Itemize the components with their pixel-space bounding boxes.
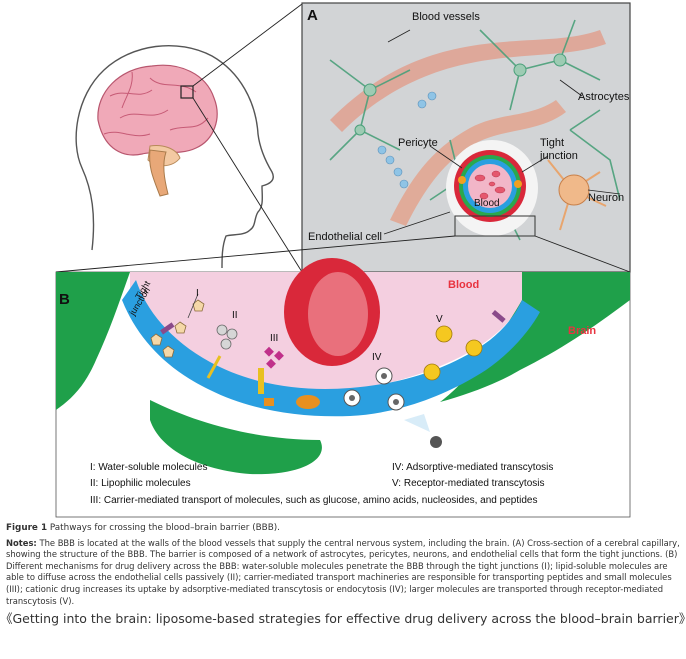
label-astrocytes: Astrocytes [578,91,630,103]
roman-4: IV [372,352,382,363]
label-neuron: Neuron [588,192,624,204]
source-citation: 《Getting into the brain: liposome-based … [0,611,686,626]
head-illustration [56,2,302,272]
caption-title-line: Figure 1 Pathways for crossing the blood… [6,523,680,535]
notes-label: Notes: [6,537,37,548]
notes-text: The BBB is located at the walls of the b… [6,537,680,606]
legend-item-3: III: Carrier-mediated transport of molec… [90,495,537,506]
panel-b [55,235,631,518]
roman-2: II [232,310,238,321]
legend-item-2: II: Lipophilic molecules [90,478,191,489]
capillary-cross-section [446,140,538,236]
label-tight-junction-a-1: Tight [540,137,564,149]
panel-a [301,2,631,273]
legend-item-5: V: Receptor-mediated transcytosis [392,478,544,489]
label-blood-a: Blood [474,198,500,209]
panel-a-letter: A [307,7,318,24]
label-brain: Brain [568,325,596,337]
roman-1: I [196,288,199,299]
panel-b-letter: B [59,291,70,308]
legend-item-1: I: Water-soluble molecules [90,462,207,473]
caption-notes: Notes: The BBB is located at the walls o… [6,538,680,608]
legend-item-4: IV: Adsorptive-mediated transcytosis [392,462,553,473]
label-blood-vessels: Blood vessels [412,11,480,23]
label-endothelial-cell: Endothelial cell [308,231,382,243]
figure-label: Figure 1 [6,523,48,533]
figure-caption: Figure 1 Pathways for crossing the blood… [6,523,680,607]
label-pericyte: Pericyte [398,137,438,149]
roman-3: III [270,333,278,344]
label-tight-junction-a-2: junction [539,150,578,162]
figure-illustration: A Blood vessels Astrocytes Pericyte Tigh… [55,2,631,518]
roman-5: V [436,314,443,325]
label-blood-b: Blood [448,279,479,291]
caption-title: Pathways for crossing the blood–brain ba… [49,523,280,533]
